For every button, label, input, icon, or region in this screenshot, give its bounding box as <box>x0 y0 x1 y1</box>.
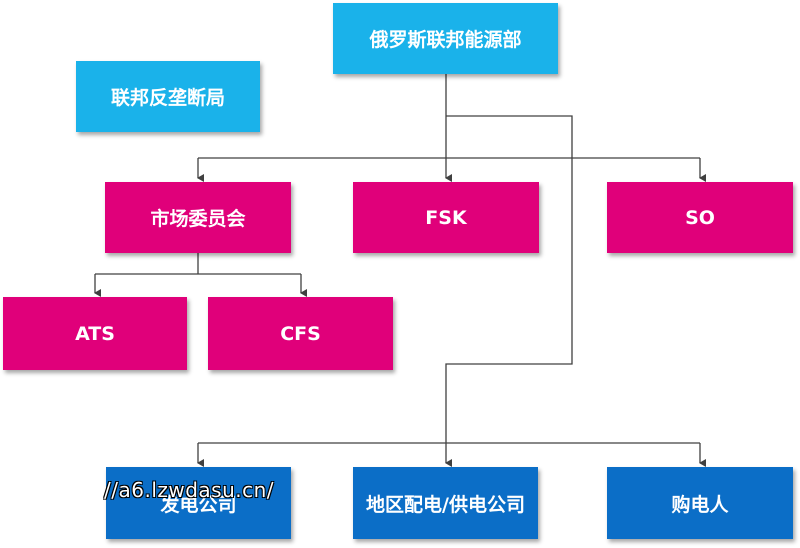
node-power-buyer: 购电人 <box>607 467 793 539</box>
node-antimonopoly-service-label: 联邦反垄断局 <box>110 87 225 109</box>
node-cfs-label: CFS <box>280 322 321 345</box>
node-so: SO <box>607 182 793 253</box>
node-fsk-label: FSK <box>425 206 467 229</box>
node-distribution-company: 地区配电/供电公司 <box>353 467 538 539</box>
node-antimonopoly-service: 联邦反垄断局 <box>76 61 260 132</box>
node-ats: ATS <box>3 297 187 370</box>
connector-ministry-side-path <box>445 115 573 443</box>
watermark-text: //a6.lzwdasu.cn/ <box>104 478 275 502</box>
node-ats-label: ATS <box>75 322 115 345</box>
node-fsk: FSK <box>353 182 539 253</box>
node-so-label: SO <box>685 206 715 229</box>
node-ministry-of-energy-label: 俄罗斯联邦能源部 <box>369 29 522 51</box>
node-distribution-company-label: 地区配电/供电公司 <box>366 493 525 516</box>
node-market-council: 市场委员会 <box>105 182 291 253</box>
node-market-council-label: 市场委员会 <box>150 208 246 230</box>
node-power-buyer-label: 购电人 <box>671 493 729 516</box>
node-ministry-of-energy: 俄罗斯联邦能源部 <box>333 3 558 74</box>
node-generation-company: 发电公司 <box>106 467 291 539</box>
node-generation-company-label: 发电公司 <box>160 493 237 516</box>
node-cfs: CFS <box>208 297 393 370</box>
